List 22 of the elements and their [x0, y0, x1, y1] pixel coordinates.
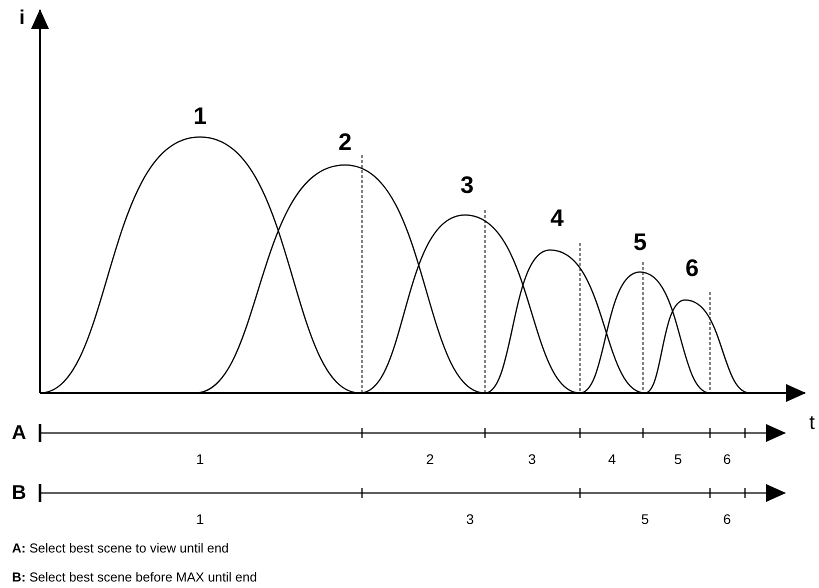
- segment-number: 6: [723, 512, 731, 526]
- peak-number: 2: [338, 131, 352, 155]
- segment-number: 5: [674, 452, 682, 466]
- axis-label: i: [19, 8, 25, 28]
- segment-number: 1: [196, 512, 204, 526]
- peak-number: 5: [633, 231, 647, 255]
- segment-number: 5: [641, 512, 649, 526]
- segment-number: 3: [528, 452, 536, 466]
- segment-number: 4: [608, 452, 616, 466]
- timeline-label: B: [12, 483, 26, 503]
- peak-number: 6: [685, 257, 699, 281]
- legend-note: A: Select best scene to view until end: [12, 542, 229, 554]
- timeline-label: A: [12, 423, 26, 443]
- peak-number: 1: [193, 105, 207, 129]
- segment-number: 2: [426, 452, 434, 466]
- segment-number: 6: [723, 452, 731, 466]
- axis-label: t: [809, 413, 815, 433]
- segment-number: 3: [466, 512, 474, 526]
- peak-number: 4: [550, 207, 564, 231]
- peak-number: 3: [460, 174, 474, 198]
- segment-number: 1: [196, 452, 204, 466]
- legend-note: B: Select best scene before MAX until end: [12, 570, 257, 584]
